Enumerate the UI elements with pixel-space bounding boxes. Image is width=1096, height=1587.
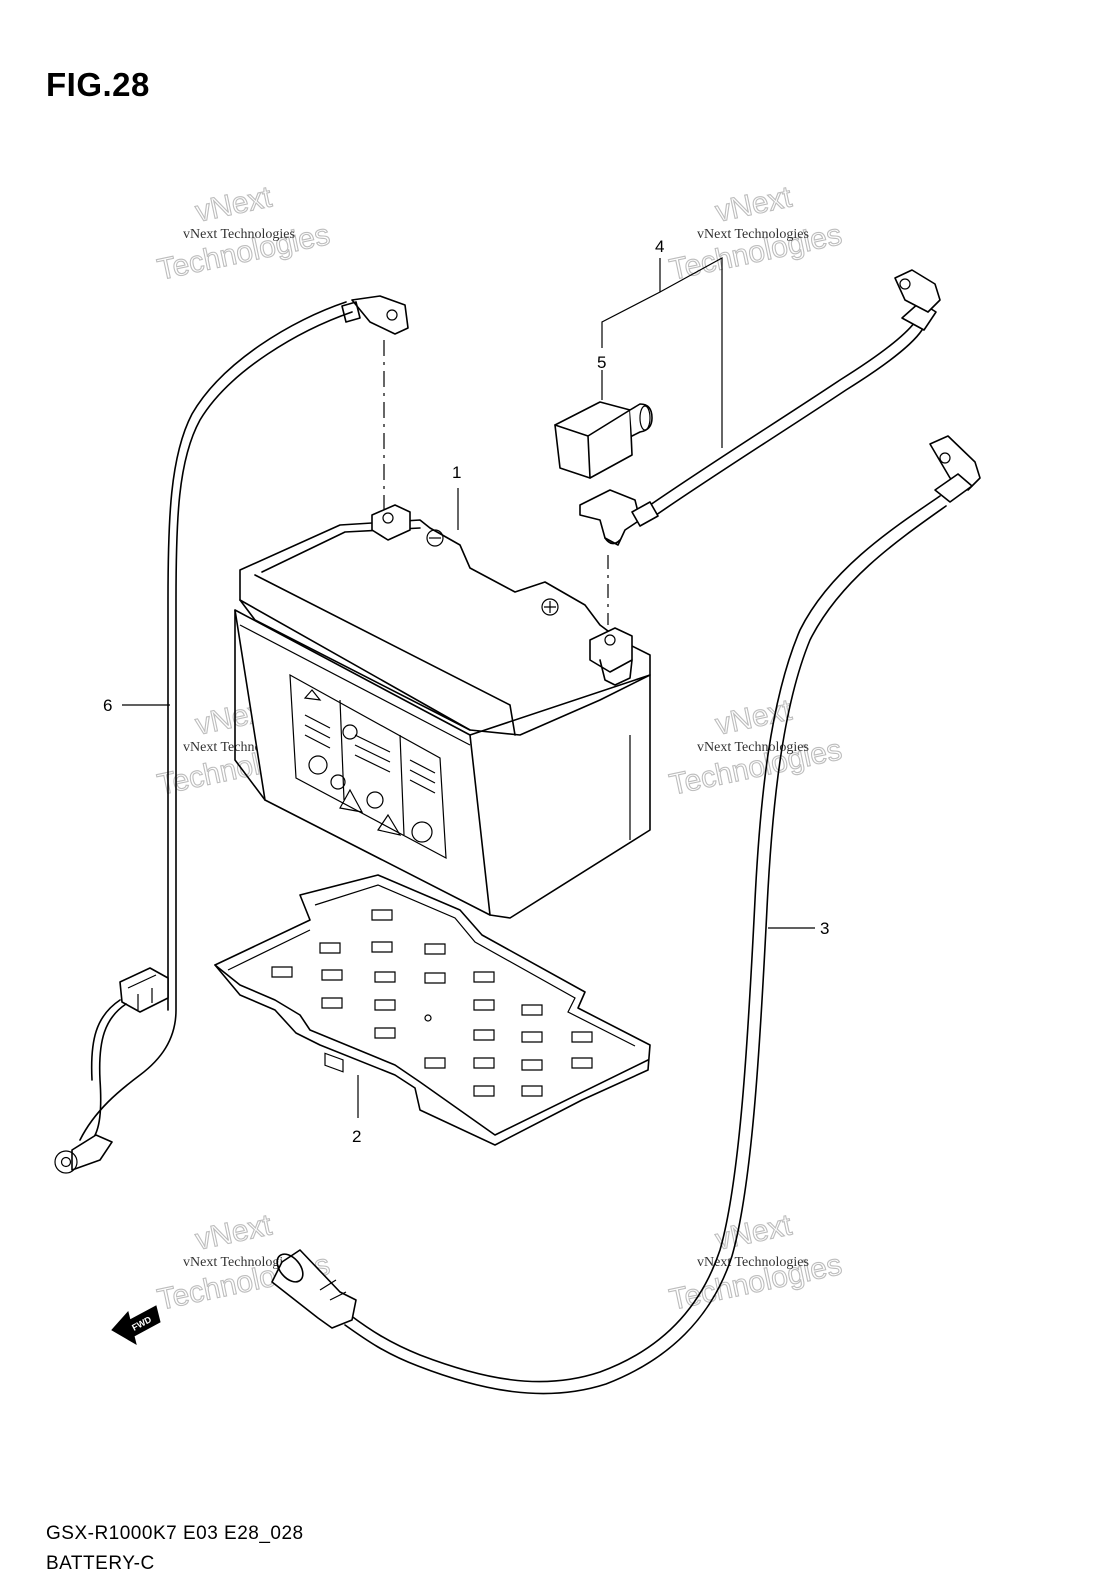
svg-text:vNext: vNext (713, 180, 796, 228)
svg-text:2: 2 (352, 1127, 361, 1146)
svg-text:vNext: vNext (193, 180, 276, 228)
svg-text:vNext Technologies: vNext Technologies (697, 1255, 809, 1270)
svg-text:vNext Technologies: vNext Technologies (697, 227, 809, 242)
fwd-arrow-icon: FWD (111, 1305, 161, 1346)
part-3-cable (271, 435, 981, 1395)
callout-3: 3 (768, 919, 829, 938)
svg-text:5: 5 (597, 353, 606, 372)
callout-5: 5 (597, 353, 606, 400)
svg-text:4: 4 (655, 237, 664, 256)
watermark-top-left: vNext Technologies vNext Technologies (154, 180, 333, 287)
svg-text:6: 6 (103, 696, 112, 715)
model-code: GSX-R1000K7 E03 E28_028 (46, 1523, 304, 1544)
watermark-middle-right: vNext Technologies vNext Technologies (666, 693, 845, 802)
callout-6: 6 (103, 696, 170, 715)
svg-text:3: 3 (820, 919, 829, 938)
part-6-lead (54, 295, 409, 1174)
callout-1: 1 (452, 463, 461, 530)
figure-title: FIG.28 (46, 66, 150, 103)
section-name: BATTERY-C (46, 1553, 155, 1574)
callout-2: 2 (352, 1075, 361, 1146)
part-1-battery (234, 504, 651, 919)
svg-text:vNext: vNext (713, 693, 796, 741)
svg-text:vNext: vNext (193, 1208, 276, 1256)
callout-4: 4 (601, 237, 723, 448)
svg-text:1: 1 (452, 463, 461, 482)
svg-text:vNext Technologies: vNext Technologies (183, 227, 295, 242)
part-4-cable (579, 269, 941, 625)
part-2-tray (214, 874, 651, 1146)
svg-text:vNext Technologies: vNext Technologies (697, 740, 809, 755)
part-5-cover (554, 401, 653, 479)
watermark-bottom-right: vNext Technologies vNext Technologies (666, 1208, 845, 1317)
watermark-top-right: vNext Technologies vNext Technologies (666, 180, 845, 287)
svg-text:vNext Technologies: vNext Technologies (183, 1255, 295, 1270)
